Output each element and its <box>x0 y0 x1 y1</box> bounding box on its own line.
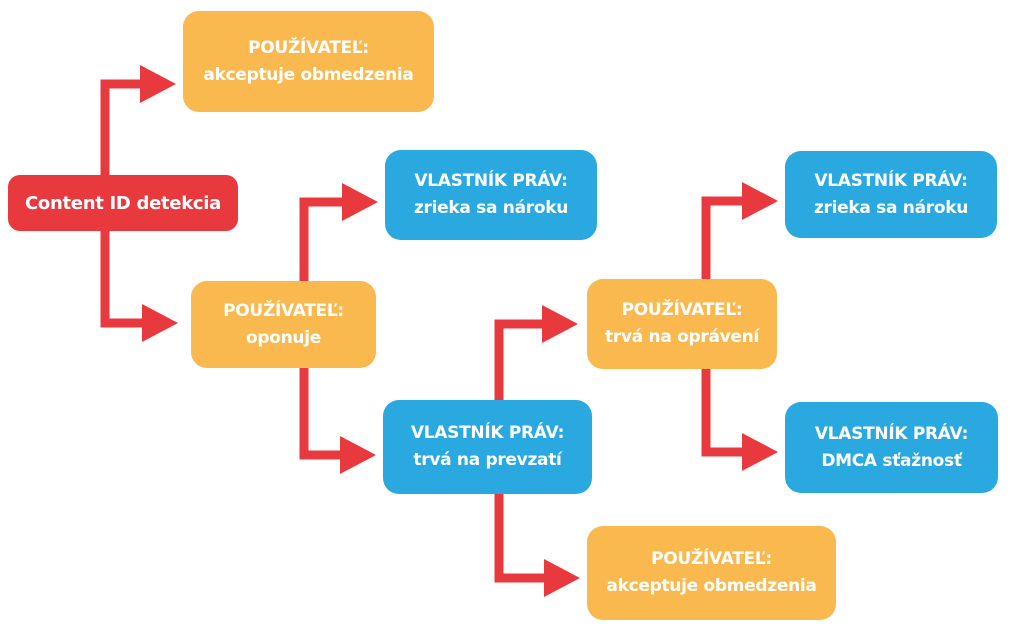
arrow-disputes-to-owner-upholds <box>299 367 345 460</box>
arrow-upholds-to-user-accepts <box>494 493 548 583</box>
node-user-disputes: POUŽÍVATEĽ: oponuje <box>191 281 376 368</box>
node-actor: POUŽÍVATEĽ: <box>248 37 369 58</box>
arrowhead-icon <box>142 304 178 342</box>
node-content-id-detection: Content ID detekcia <box>8 175 238 231</box>
arrowhead-icon <box>140 65 176 103</box>
node-action: zrieka sa nároku <box>813 197 969 218</box>
node-action: akceptuje obmedzenia <box>203 64 414 85</box>
node-owner-releases-claim-2: VLASTNÍK PRÁV: zrieka sa nároku <box>785 151 997 238</box>
node-owner-releases-claim: VLASTNÍK PRÁV: zrieka sa nároku <box>385 150 597 240</box>
arrowhead-icon <box>542 305 578 343</box>
node-label: Content ID detekcia <box>25 192 221 214</box>
arrowhead-icon <box>742 433 778 471</box>
node-actor: VLASTNÍK PRÁV: <box>814 170 968 191</box>
node-action: akceptuje obmedzenia <box>606 576 817 596</box>
node-action: trvá na prevzatí <box>413 450 562 470</box>
node-action: zrieka sa nároku <box>413 198 569 218</box>
arrow-appeals-to-owner-releases <box>701 196 745 280</box>
node-owner-upholds-claim: VLASTNÍK PRÁV: trvá na prevzatí <box>383 400 592 494</box>
node-actor: VLASTNÍK PRÁV: <box>814 423 969 444</box>
arrow-appeals-to-owner-dmca <box>701 368 745 457</box>
node-user-appeals: POUŽÍVATEĽ: trvá na oprávení <box>587 279 777 369</box>
node-user-accepts-restrictions-2: POUŽÍVATEĽ: akceptuje obmedzenia <box>587 526 836 620</box>
node-user-accepts-restrictions: POUŽÍVATEĽ: akceptuje obmedzenia <box>183 11 434 112</box>
node-action: oponuje <box>246 327 321 348</box>
node-owner-dmca-complaint: VLASTNÍK PRÁV: DMCA sťažnosť <box>785 402 998 493</box>
arrow-disputes-to-owner-releases <box>299 197 345 282</box>
arrowhead-icon <box>340 436 376 474</box>
arrowhead-icon <box>342 183 378 221</box>
arrowhead-icon <box>544 559 580 597</box>
arrow-upholds-to-user-appeals <box>494 319 545 401</box>
arrow-root-to-user-disputes <box>100 230 145 328</box>
node-actor: VLASTNÍK PRÁV: <box>414 171 568 191</box>
node-actor: VLASTNÍK PRÁV: <box>410 423 565 443</box>
node-action: trvá na oprávení <box>605 327 759 347</box>
node-actor: POUŽÍVATEĽ: <box>621 300 743 320</box>
node-action: DMCA sťažnosť <box>821 450 962 471</box>
node-actor: POUŽÍVATEĽ: <box>223 300 344 321</box>
arrow-root-to-user-accepts <box>100 79 145 176</box>
arrowhead-icon <box>742 182 778 220</box>
node-actor: POUŽÍVATEĽ: <box>651 549 772 569</box>
